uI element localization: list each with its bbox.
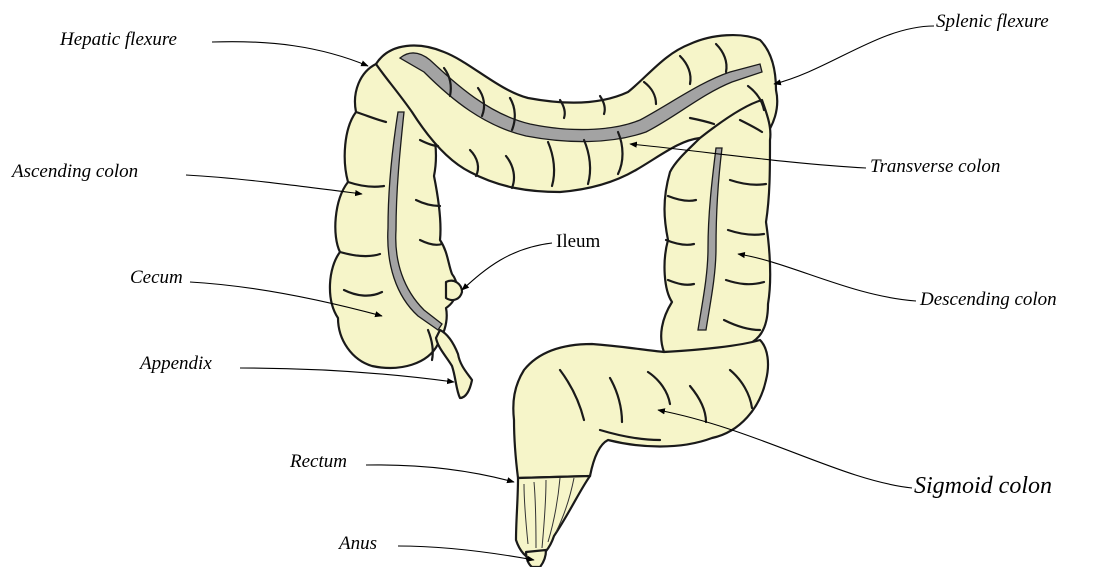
label-ascending-colon: Ascending colon <box>12 162 138 181</box>
label-ileum: Ileum <box>556 232 600 251</box>
rectum-leader <box>366 465 514 482</box>
appendix <box>436 330 472 398</box>
appendix-leader <box>240 368 454 382</box>
ileum-leader <box>462 243 552 290</box>
label-appendix: Appendix <box>140 354 212 373</box>
ascending-colon-leader <box>186 175 362 194</box>
label-sigmoid-colon: Sigmoid colon <box>914 474 1052 498</box>
hepatic-flexure-leader <box>212 42 368 66</box>
label-descending-colon: Descending colon <box>920 290 1057 309</box>
ileum <box>446 281 462 300</box>
sigmoid-colon <box>513 340 768 478</box>
label-splenic-flexure: Splenic flexure <box>936 12 1049 31</box>
label-anus: Anus <box>339 534 377 553</box>
label-transverse-colon: Transverse colon <box>870 157 1000 176</box>
anus-leader <box>398 546 534 560</box>
label-rectum: Rectum <box>290 452 347 471</box>
splenic-flexure-leader <box>774 26 934 84</box>
label-hepatic-flexure: Hepatic flexure <box>60 30 177 49</box>
anus <box>526 550 546 567</box>
label-cecum: Cecum <box>130 268 183 287</box>
rectum <box>516 476 590 560</box>
